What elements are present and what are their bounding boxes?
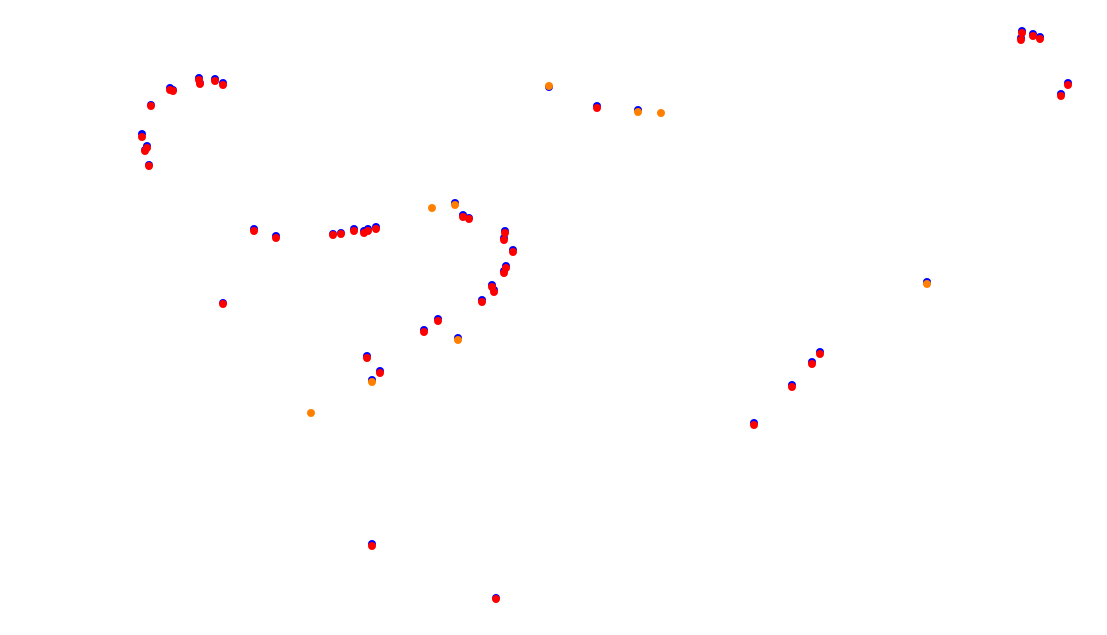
data-point: [816, 350, 824, 358]
data-point: [376, 369, 384, 377]
data-point: [1057, 92, 1065, 100]
data-point: [634, 108, 642, 116]
data-point: [478, 298, 486, 306]
data-point: [545, 82, 553, 90]
data-point: [465, 215, 473, 223]
data-point: [488, 283, 496, 291]
data-point: [509, 248, 517, 256]
data-point: [1017, 36, 1025, 44]
data-point: [145, 162, 153, 170]
data-point: [750, 421, 758, 429]
data-point: [502, 264, 510, 272]
data-point: [329, 231, 337, 239]
data-point: [593, 104, 601, 112]
data-point: [492, 595, 500, 603]
data-point: [434, 317, 442, 325]
data-point: [350, 227, 358, 235]
data-point: [250, 227, 258, 235]
data-point: [219, 81, 227, 89]
data-point: [272, 234, 280, 242]
data-point: [368, 378, 376, 386]
data-point: [337, 230, 345, 238]
data-point: [211, 77, 219, 85]
data-point: [368, 542, 376, 550]
data-point: [454, 336, 462, 344]
data-point: [1029, 32, 1037, 40]
data-point: [808, 360, 816, 368]
data-point: [372, 225, 380, 233]
series-2: [307, 82, 931, 417]
series-1: [138, 29, 1072, 603]
data-point: [1036, 35, 1044, 43]
data-point: [923, 280, 931, 288]
data-point: [147, 102, 155, 110]
data-point: [657, 109, 665, 117]
data-point: [500, 236, 508, 244]
data-point: [420, 328, 428, 336]
data-point: [195, 76, 203, 84]
data-point: [428, 204, 436, 212]
data-point: [138, 133, 146, 141]
data-point: [1064, 81, 1072, 89]
data-point: [166, 86, 174, 94]
data-point: [363, 354, 371, 362]
series-0: [138, 27, 1072, 602]
data-point: [143, 144, 151, 152]
data-point: [788, 383, 796, 391]
data-point: [219, 300, 227, 308]
data-point: [501, 229, 509, 237]
data-point: [451, 201, 459, 209]
data-point: [364, 227, 372, 235]
data-point: [1018, 29, 1026, 37]
data-point: [307, 409, 315, 417]
